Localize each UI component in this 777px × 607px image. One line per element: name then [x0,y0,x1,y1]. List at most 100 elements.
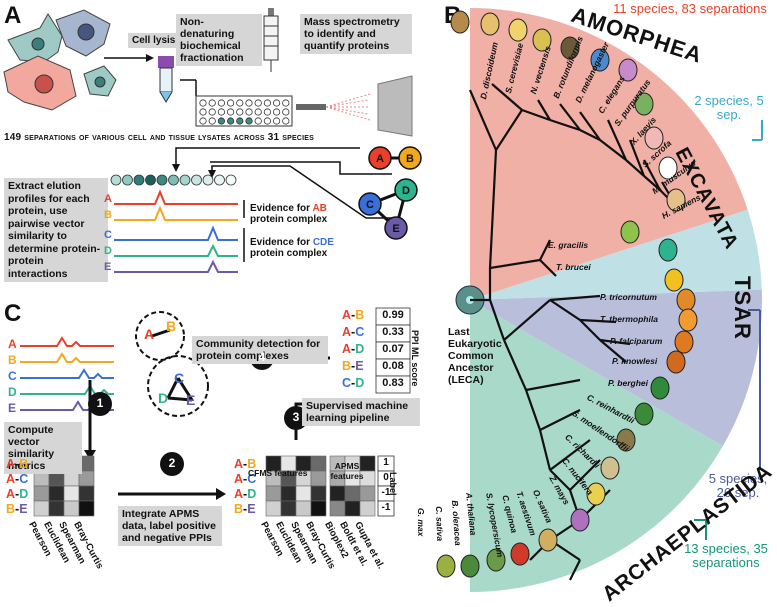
pair-part: E [355,359,364,373]
pair-part: B [19,457,29,471]
training-label-2: -1 [381,487,391,498]
matrix-pair-a-b: A-B [6,457,28,471]
step-2-number: 2 [168,456,176,470]
fraction-plate-icon [195,95,293,127]
pair-part: C [342,376,352,390]
phylogeny-branches [468,83,677,581]
feature-pair-a-d: A-D [234,487,256,501]
excavata-count: 2 species, 5 sep. [694,93,764,122]
organism-icon [678,308,698,332]
network-node-c: C [366,199,374,211]
pair-part: B [234,502,244,516]
organism-icon [620,220,640,244]
separations-banner: 149 separations of various cell and tiss… [4,132,314,143]
pair-part: - [15,502,20,516]
organism-icon [618,58,638,82]
species-t-brucei: T. brucei [556,262,591,272]
matrix-pair-b-e: B-E [6,502,28,516]
species-p-tricornutum: P. tricornutum [600,292,657,302]
feature-pair-b-e: B-E [234,502,256,516]
organism-icon [510,542,530,566]
pair-part: E [247,502,256,516]
network-node-d: D [402,185,410,197]
evidence-cde-prefix: Evidence for [250,237,313,248]
species-c-sativa: C. sativa [434,506,446,542]
pair-part: - [15,457,20,471]
training-label-0: 1 [383,457,389,468]
leca-label: Last Eukaryotic Common Ancestor (LECA) [448,326,502,386]
panel-c-letter: C [4,300,22,327]
feature-pair-a-c: A-C [234,472,256,486]
evidence-ab-label: Evidence for AB protein complex [250,203,327,225]
score-pair-b-e: B-E [342,359,364,373]
matrix-pair-a-c: A-C [6,472,28,486]
elution-profiles [114,189,238,273]
compute-similarity-label: Compute vector similarity metrics [4,422,82,474]
pair-part: A [342,325,352,339]
ppi-score-3: 0.08 [382,360,404,372]
eukaryote-tree [436,8,763,592]
pair-part: A [234,457,244,471]
organism-icon [570,508,590,532]
amorphea-count: 11 species, 83 separations [613,1,767,16]
pair-part: D [247,487,257,501]
pair-part: A [234,487,244,501]
profile-label-c: C [104,229,112,241]
species-p-falciparum: P. falciparum [610,336,663,346]
c-profile-label-c: C [8,369,17,383]
complex-node-b: B [166,318,177,334]
ppi-score-table [375,307,411,394]
profile-label-a: A [104,193,112,205]
pair-part: - [351,308,356,322]
c-profile-label-b: B [8,353,17,367]
network-node-e: E [392,223,399,235]
ppi-score-2: 0.07 [382,343,404,355]
pair-part: - [351,376,356,390]
organism-icon [644,126,664,150]
profile-label-e: E [104,261,112,273]
organism-icon [658,238,678,262]
organism-icon [666,350,686,374]
extract-profiles-label: Extract elution profiles for each protei… [4,178,108,282]
cell-lysis-label: Cell lysis [128,33,180,48]
organism-icon [586,482,606,506]
mass-spec-label: Mass spectrometry to identify and quanti… [300,14,412,54]
elution-fractions [110,174,237,186]
pair-part: A [342,308,352,322]
network-node-a: A [376,153,384,165]
cfms-features-header: CFMS features [248,468,308,478]
ppi-score-4: 0.83 [382,377,404,389]
step-3-number: 3 [292,410,300,424]
apms-features-header: APMS features [330,461,364,481]
pair-part: - [15,472,20,486]
pair-part: C [247,472,257,486]
pair-part: D [355,342,365,356]
integrate-apms-label: Integrate APMS data, label positive and … [118,506,222,546]
organism-icon [538,528,558,552]
score-pair-a-c: A-C [342,325,364,339]
complex-node-d: D [158,390,169,406]
ppi-score-0: 0.99 [382,309,404,321]
organism-icon [674,330,694,354]
training-label-3: -1 [381,502,391,513]
organism-icon [666,188,686,212]
community-detection-label: Community detection for protein complexe… [192,336,328,364]
matrix-pair-a-d: A-D [6,487,28,501]
organism-icon [436,554,456,578]
c-profile-label-e: E [8,401,17,415]
organism-icon [532,28,552,52]
evidence-ab-highlight: AB [312,203,327,214]
organism-icon [650,376,670,400]
pair-part: B [355,308,365,322]
organism-icon [590,48,610,72]
pair-part: B [247,457,257,471]
mass-spec-icon [296,75,413,137]
pair-part: B [342,359,352,373]
panel-a-letter: A [4,2,22,29]
evidence-ab-prefix: Evidence for [250,203,313,214]
species-p-knowlesi: P. knowlesi [612,356,658,366]
evidence-cde-suffix: protein complex [250,248,328,259]
score-pair-a-b: A-B [342,308,364,322]
species-p-berghei: P. berghei [608,378,648,388]
